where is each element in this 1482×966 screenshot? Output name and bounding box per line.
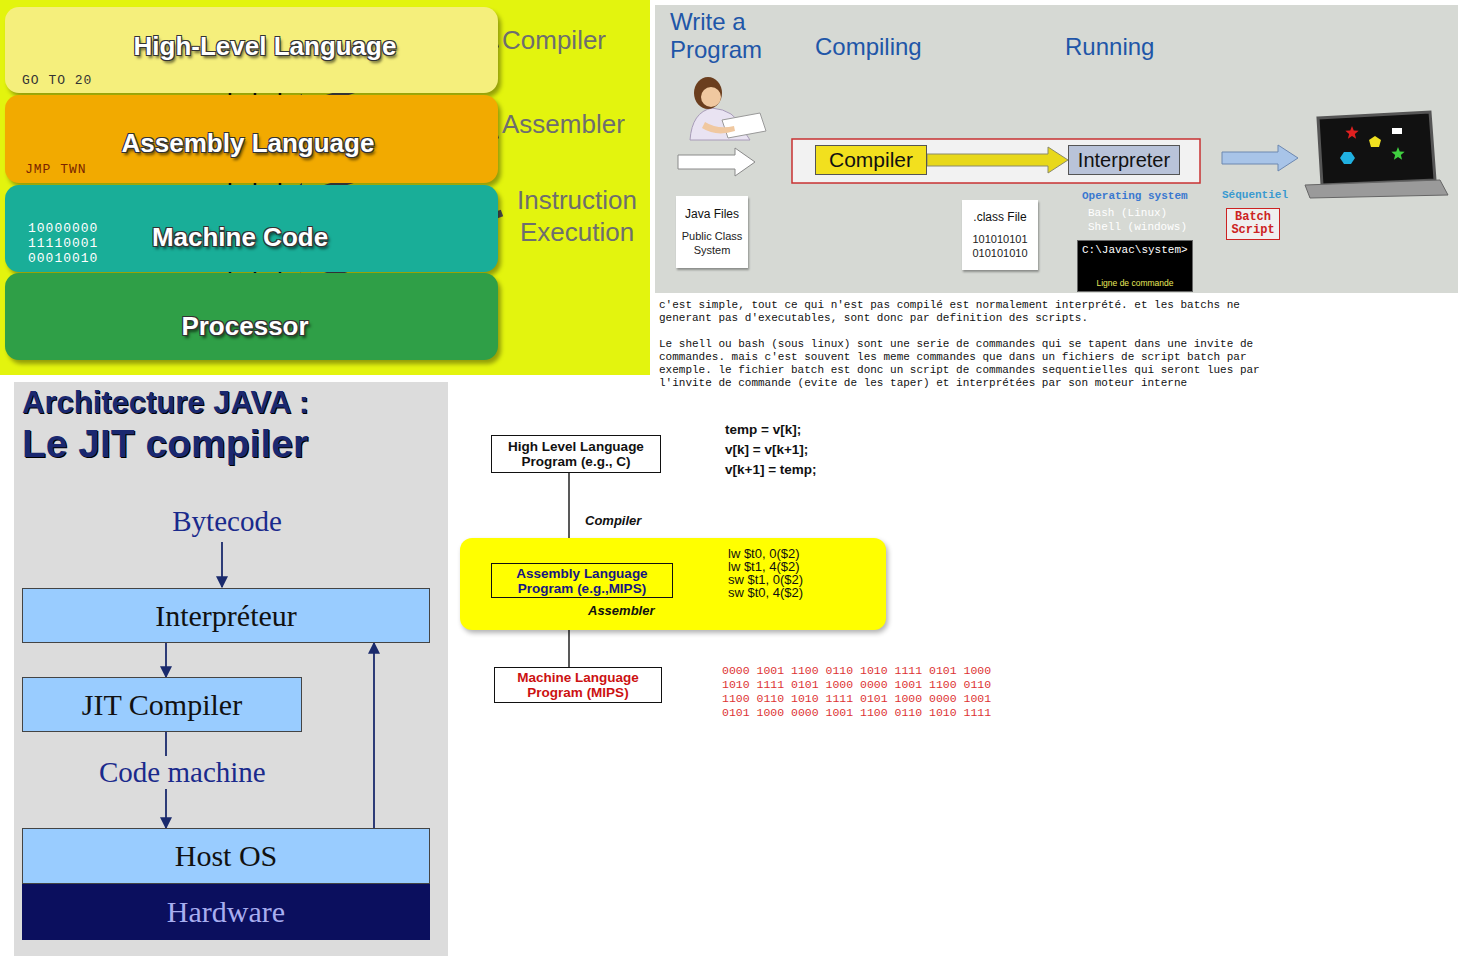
white-rect	[1392, 128, 1402, 134]
node-text: 10000000 11110001 00010010	[28, 221, 98, 266]
bytecode-arrow	[221, 542, 223, 587]
laptop-base	[1305, 180, 1448, 198]
program-box: High Level Language Program (e.g., C)	[491, 435, 661, 473]
edge-label: Code machine	[96, 756, 269, 789]
block-arrow-shape	[927, 147, 1068, 173]
layer-box: Interpréteur	[22, 588, 430, 643]
node-text: Batch Script	[1229, 211, 1277, 237]
node-text: Assembly Language	[25, 128, 471, 158]
code-line: temp = v[k];	[725, 422, 801, 437]
shell-label: Shell (windows)	[1088, 221, 1187, 233]
node-text: C:\Javac\system>	[1082, 244, 1188, 256]
shell-label: Bash (Linux)	[1088, 207, 1167, 219]
node-text: .class File	[973, 210, 1026, 224]
process-frame	[792, 139, 1200, 183]
laptop-figure	[1305, 112, 1448, 198]
program-box: Machine Language Program (MIPS)	[494, 667, 662, 703]
note-paragraph: c'est simple, tout ce qui n'est pas comp…	[659, 299, 1299, 325]
yellow-pentagon	[1369, 136, 1381, 147]
node-text: Java Files	[685, 207, 739, 221]
binary-line: 1010 1111 0101 1000 0000 1001 1100 0110	[722, 678, 991, 691]
hardware-band: Hardware	[22, 884, 430, 940]
cyan-hexagon	[1340, 152, 1355, 164]
connector-line	[165, 643, 167, 677]
panel-background	[0, 0, 650, 375]
code-line: v[k] = v[k+1];	[725, 442, 808, 457]
node-text: Machine Language Program (MIPS)	[499, 670, 657, 700]
callout-label: Assembler	[502, 108, 625, 140]
code-line: v[k+1] = temp;	[725, 462, 817, 477]
edge-label: Compiler	[585, 513, 641, 528]
layer-box: JIT Compiler	[22, 677, 302, 732]
flow-arrow	[166, 643, 167, 677]
node-text: sw $t1, 0($2)	[728, 573, 803, 586]
language-band: High-Level Language GO TO 20	[5, 7, 498, 93]
assembly-band: lw $t0, 0($2)lw $t1, 4($2)sw $t1, 0($2)s…	[460, 538, 886, 630]
node-text: Processor	[25, 311, 465, 341]
panel-background	[14, 382, 448, 956]
node-text: Host OS	[175, 839, 278, 873]
node-text: 101010101 010101010	[965, 232, 1035, 260]
node-text: Assembly Language Program (e.g.,MIPS)	[496, 566, 668, 596]
person-arm	[702, 122, 735, 133]
white-arrow	[678, 148, 755, 176]
node-text: Interpréteur	[155, 599, 297, 633]
node-text: Ligne de commande	[1096, 278, 1173, 288]
file-icon: Java FilesPublic Class System	[676, 196, 748, 268]
node-text: Compiler	[829, 148, 913, 172]
process-box: Compiler	[815, 145, 927, 175]
blue-arrow	[1222, 145, 1298, 171]
block-arrow	[927, 147, 1068, 173]
node-text: High-Level Language	[41, 31, 489, 61]
person-hair	[694, 77, 722, 109]
mode-label: Séquentiel	[1222, 189, 1288, 201]
node-text: lw $t1, 4($2)	[728, 560, 800, 573]
input-label: Bytecode	[167, 505, 287, 538]
process-box: Interpreter	[1068, 145, 1180, 175]
red-star	[1345, 126, 1358, 139]
panel-background	[655, 5, 1458, 293]
person-figure	[690, 77, 766, 140]
node-text: High Level Language Program (e.g., C)	[496, 439, 656, 469]
node-text: Hardware	[167, 895, 285, 929]
node-text: lw $t0, 0($2)	[728, 547, 800, 560]
binary-line: 0101 1000 0000 1001 1100 0110 1010 1111	[722, 706, 991, 719]
node-text: JMP TWN	[25, 162, 87, 177]
flow-arrow	[374, 643, 375, 828]
callout-label: Instruction Execution	[507, 184, 647, 248]
stage-heading: Running	[1065, 33, 1154, 61]
green-star	[1391, 147, 1404, 160]
language-band: Assembly LanguageJMP TWN	[5, 95, 498, 183]
script-box: Batch Script	[1226, 208, 1280, 240]
person-paper	[722, 113, 766, 138]
language-band: Machine Code10000000 11110001 00010010	[5, 185, 498, 272]
file-icon: .class File 101010101 010101010	[962, 200, 1038, 270]
binary-line: 1100 0110 1010 1111 0101 1000 0000 1001	[722, 692, 991, 705]
panel-title: Le JIT compiler	[22, 422, 308, 466]
panel-title: Architecture JAVA :	[22, 385, 309, 421]
note-paragraph: Le shell ou bash (sous linux) sont une s…	[659, 338, 1299, 390]
node-text: JIT Compiler	[82, 688, 242, 722]
layer-box: Host OS	[22, 828, 430, 884]
laptop-screen	[1318, 112, 1435, 185]
stage-heading: Write a Program	[670, 8, 775, 64]
connector-line	[373, 643, 375, 828]
program-box: Assembly Language Program (e.g.,MIPS)	[491, 563, 673, 598]
stage-heading: Compiling	[815, 33, 922, 61]
person-face	[701, 87, 721, 107]
node-text: Interpreter	[1078, 149, 1170, 172]
os-label: Operating system	[1082, 190, 1188, 202]
node-text: sw $t0, 4($2)	[728, 586, 803, 599]
language-band: Processor	[5, 273, 498, 360]
node-text: GO TO 20	[22, 73, 92, 88]
terminal-box: C:\Javac\system> Ligne de commande	[1077, 240, 1193, 292]
binary-line: 0000 1001 1100 0110 1010 1111 0101 1000	[722, 664, 991, 677]
node-text: Public Class System	[679, 229, 745, 257]
callout-label: Compiler	[502, 24, 606, 56]
edge-label: Assembler	[588, 603, 654, 618]
